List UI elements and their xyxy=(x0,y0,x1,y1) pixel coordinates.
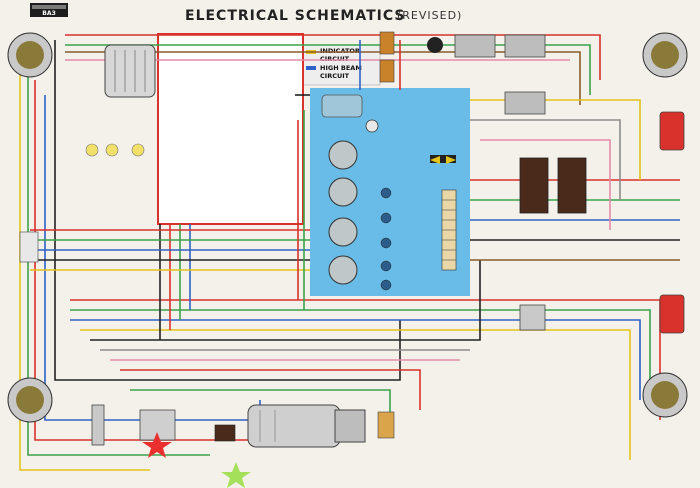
legend-indicator-line1: INDICATOR xyxy=(320,47,360,55)
headlamp-front-left-icon xyxy=(7,32,53,78)
headlamp-front-right-icon xyxy=(642,32,688,78)
page-subtitle: (REVISED) xyxy=(397,9,462,22)
wire-harness xyxy=(19,34,680,471)
bulb-icon xyxy=(85,143,145,157)
logo: ВАЗ xyxy=(30,3,68,17)
headlamp-rear-left-icon xyxy=(7,377,53,423)
legend-indicator-line2: CIRCUIT xyxy=(320,55,350,63)
page-title: ELECTRICAL SCHEMATICS xyxy=(185,8,405,24)
fuse-block xyxy=(441,189,457,271)
side-light-icon xyxy=(659,111,685,334)
green-star-marker xyxy=(221,462,251,488)
empty-frame xyxy=(157,33,304,225)
generator-icon xyxy=(104,44,156,98)
gauge-icon xyxy=(328,255,358,285)
logo-text: ВАЗ xyxy=(42,10,55,17)
gauge-icon xyxy=(328,177,358,207)
fuse-holder-icon xyxy=(377,411,395,439)
legend: INDICATOR CIRCUIT HIGH BEAM CIRCUIT xyxy=(299,44,381,86)
instrument-panel xyxy=(310,88,470,296)
battery-icon xyxy=(519,304,546,331)
gauge-icon xyxy=(328,140,358,170)
red-star-marker xyxy=(142,432,172,458)
legend-highbeam-line1: HIGH BEAM xyxy=(320,64,362,72)
legend-highbeam-swatch xyxy=(306,66,316,70)
starter-relay-icon xyxy=(214,424,236,442)
gauge-icon xyxy=(328,217,358,247)
legend-highbeam-line2: CIRCUIT xyxy=(320,72,350,80)
connector-icon xyxy=(19,231,39,263)
switch-block-icon xyxy=(519,157,587,214)
distributor-icon xyxy=(91,404,105,446)
headlamp-rear-right-icon xyxy=(642,372,688,418)
starter-motor-icon xyxy=(247,404,366,448)
relay-group-icon xyxy=(379,31,546,115)
